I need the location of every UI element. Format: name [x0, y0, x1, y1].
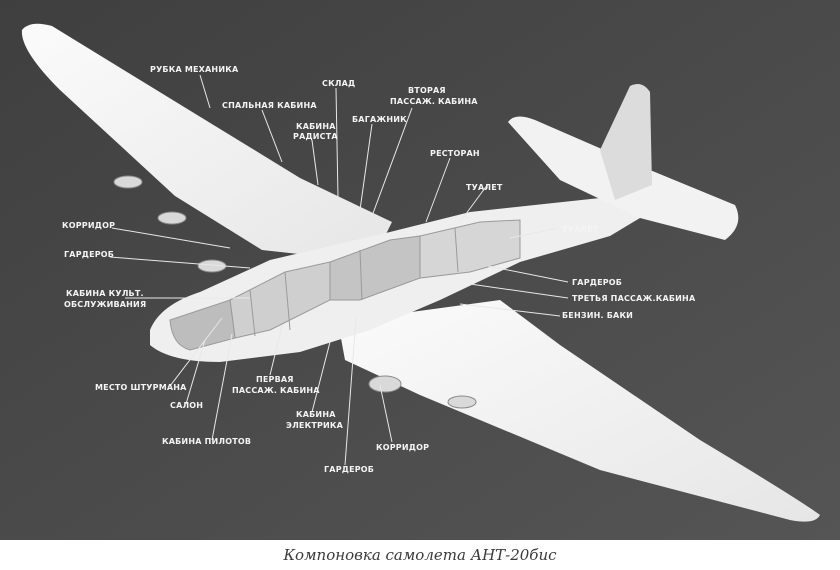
label-kabina-kult-1: КАБИНА КУЛЬТ.: [66, 289, 144, 298]
label-kabina-radista-1: КАБИНА: [296, 122, 336, 131]
label-tualet-top: ТУАЛЕТ: [466, 183, 503, 192]
label-tretya-kabina: ТРЕТЬЯ ПАССАЖ.КАБИНА: [572, 294, 696, 303]
figure-caption: Компоновка самолета АНТ-20бис: [283, 546, 557, 564]
label-bagazhnik: БАГАЖНИК: [352, 115, 407, 124]
label-kabina-pilotov: КАБИНА ПИЛОТОВ: [162, 437, 251, 446]
label-garderob-bottom: ГАРДЕРОБ: [324, 465, 374, 474]
aircraft-cutaway-photo: РУБКА МЕХАНИКА СПАЛЬНАЯ КАБИНА КАБИНА РА…: [0, 0, 840, 540]
right-wing: [338, 300, 820, 522]
label-rubka-mekhanika: РУБКА МЕХАНИКА: [150, 65, 239, 74]
engine-nacelles: [113, 175, 477, 409]
label-kabina-kult-2: ОБСЛУЖИВАНИЯ: [64, 300, 146, 309]
label-spalnaya-kabina: СПАЛЬНАЯ КАБИНА: [222, 101, 317, 110]
left-wing: [21, 23, 393, 262]
label-pervaya-1: ПЕРВАЯ: [256, 375, 294, 384]
label-tualet-right: ТУАЛЕТ: [562, 225, 599, 234]
label-garderob-left: ГАРДЕРОБ: [64, 250, 114, 259]
label-salon: САЛОН: [170, 401, 203, 410]
label-mesto-shturmana: МЕСТО ШТУРМАНА: [95, 383, 187, 392]
label-kabina-elektrika-1: КАБИНА: [296, 410, 336, 419]
label-benzin-baki: БЕНЗИН. БАКИ: [562, 311, 633, 320]
label-vtoraya-2: ПАССАЖ. КАБИНА: [390, 97, 478, 106]
label-koridor-bottom: КОРРИДОР: [376, 443, 429, 452]
label-vtoraya-1: ВТОРАЯ: [408, 86, 446, 95]
label-garderob-right: ГАРДЕРОБ: [572, 278, 622, 287]
label-kabina-elektrika-2: ЭЛЕКТРИКА: [286, 421, 344, 430]
label-pervaya-2: ПАССАЖ. КАБИНА: [232, 386, 320, 395]
label-restoran: РЕСТОРАН: [430, 149, 480, 158]
label-sklad: СКЛАД: [322, 79, 355, 88]
leader-lines: [109, 74, 569, 466]
vertical-fin: [600, 84, 652, 200]
cabin-interior: [169, 219, 521, 351]
label-kabina-radista-2: РАДИСТА: [293, 132, 338, 141]
label-koridor-left: КОРРИДОР: [62, 221, 115, 230]
